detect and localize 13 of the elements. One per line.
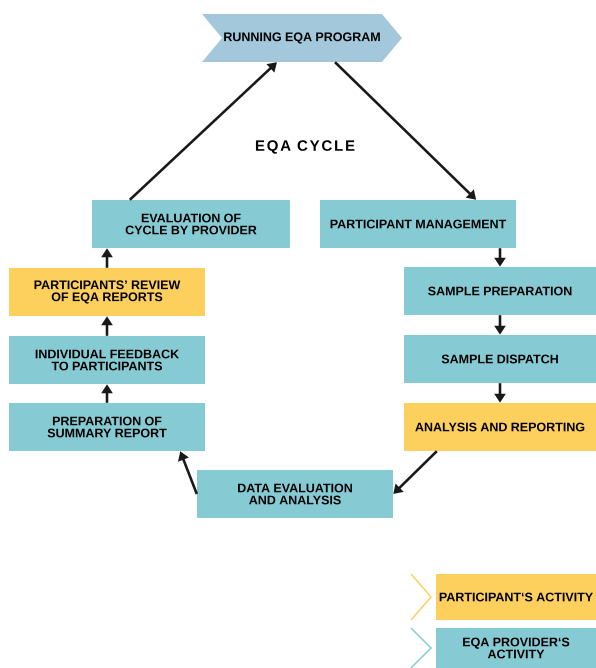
process-box: PARTICIPANTS’ REVIEW OF EQA REPORTS	[9, 268, 205, 316]
process-box: EVALUATION OF CYCLE BY PROVIDER	[92, 200, 290, 248]
title: EQA CYCLE	[256, 140, 354, 154]
process-box: PARTICIPANT MANAGEMENT	[320, 200, 516, 248]
process-box: PREPARATION OF SUMMARY REPORT	[9, 403, 205, 451]
process-box: SAMPLE DISPATCH	[404, 335, 596, 383]
legend-item: EQA PROVIDER‘S ACTIVITY	[436, 628, 596, 668]
process-box: INDIVIDUAL FEEDBACK TO PARTICIPANTS	[9, 336, 205, 384]
legend-item: PARTICIPANT‘S ACTIVITY	[436, 574, 596, 620]
process-box: ANALYSIS AND REPORTING	[404, 403, 596, 451]
process-box: DATA EVALUATION AND ANALYSIS	[197, 470, 393, 518]
process-box: SAMPLE PREPARATION	[404, 267, 596, 315]
chevron-banner: RUNNING EQA PROGRAM	[202, 14, 402, 62]
